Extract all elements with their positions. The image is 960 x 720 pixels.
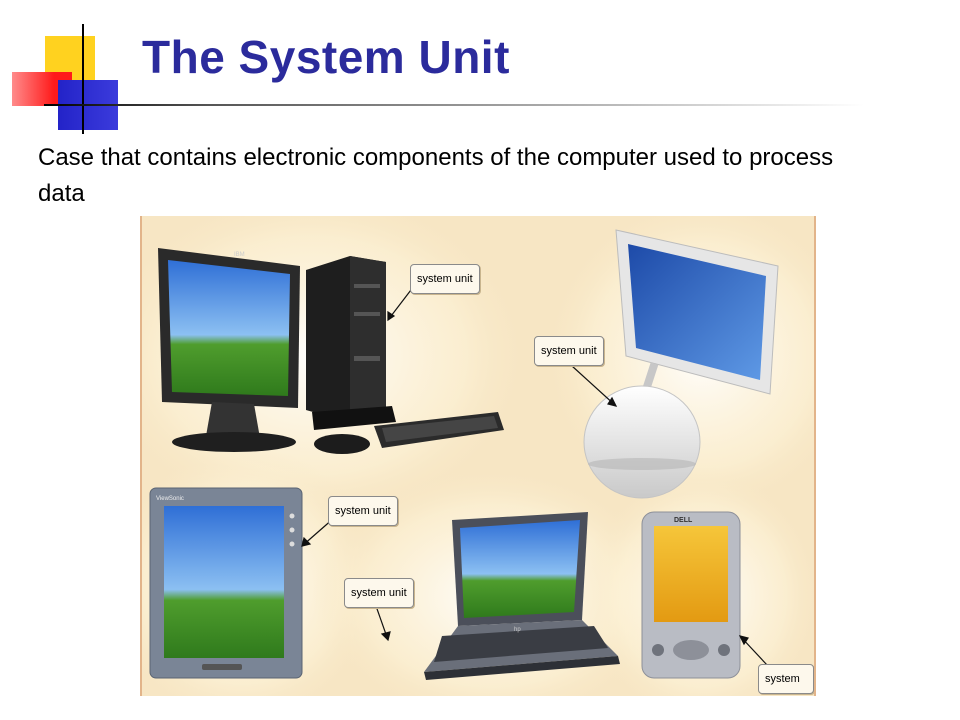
- system-unit-callout-pda: system unit: [758, 664, 814, 694]
- title-decoration-vertical-line: [82, 24, 84, 134]
- desktop-monitor: IBM: [158, 248, 300, 452]
- monitor-brand: IBM: [234, 252, 245, 258]
- illustration-graphics: IBM: [142, 216, 814, 696]
- system-unit-illustration: IBM: [140, 216, 816, 696]
- pda-brand: DELL: [674, 517, 693, 524]
- desktop-tower: [306, 256, 396, 430]
- system-unit-callout-imac: system unit: [534, 336, 604, 366]
- slide-subtitle: Case that contains electronic components…: [38, 144, 834, 207]
- imac-computer: [583, 229, 779, 499]
- laptop-computer: hp: [424, 512, 620, 680]
- tablet-pc: ViewSonic: [149, 487, 303, 679]
- pda-handheld: DELL: [641, 511, 741, 679]
- tablet-brand: ViewSonic: [156, 496, 184, 502]
- desktop-mouse: [314, 434, 370, 454]
- desktop-keyboard: [374, 412, 504, 448]
- system-unit-callout-desktop: system unit: [410, 264, 480, 294]
- slide-title: The System Unit: [142, 31, 510, 83]
- system-unit-callout-laptop: system unit: [344, 578, 414, 608]
- system-unit-callout-tablet: system unit: [328, 496, 398, 526]
- laptop-brand: hp: [514, 627, 521, 633]
- title-underline: [44, 104, 864, 106]
